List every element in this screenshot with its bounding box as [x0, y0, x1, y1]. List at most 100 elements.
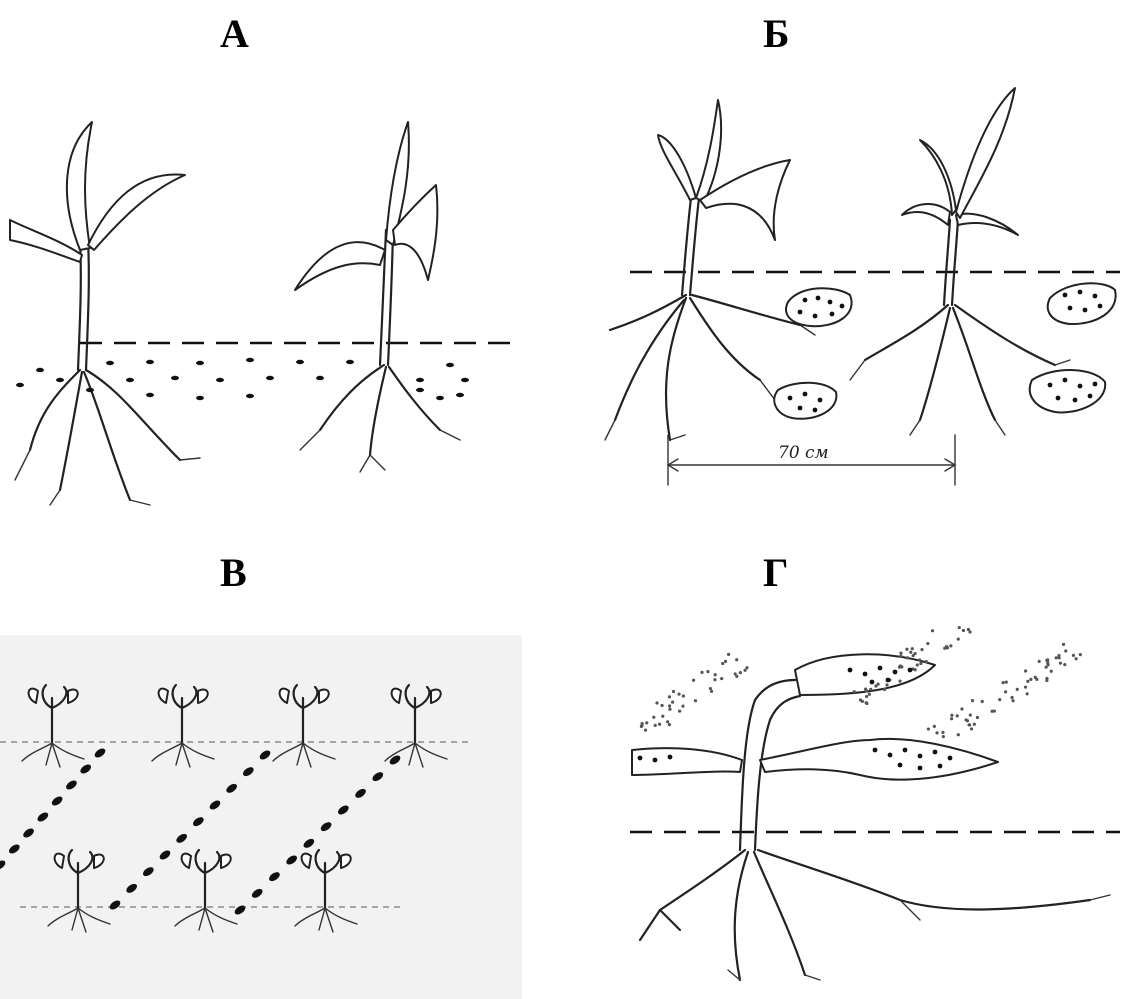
- spot: [893, 670, 898, 675]
- droplet: [714, 673, 717, 676]
- droplet: [971, 699, 974, 702]
- droplet: [666, 720, 669, 723]
- spacing-label: 70 см: [778, 443, 829, 463]
- seedling-right: [295, 122, 460, 472]
- droplet: [976, 716, 979, 719]
- granule: [1068, 306, 1073, 311]
- droplet: [1026, 692, 1029, 695]
- panel-b-illustration: 70 см: [600, 80, 1124, 500]
- granule: [1063, 378, 1068, 383]
- droplet: [919, 662, 922, 665]
- droplet: [956, 714, 959, 717]
- droplet: [1079, 653, 1082, 656]
- seed: [346, 360, 354, 364]
- droplet: [1072, 654, 1075, 657]
- seed: [436, 396, 444, 400]
- droplet: [950, 714, 953, 717]
- granule: [798, 406, 803, 411]
- granule: [813, 408, 818, 413]
- droplet: [660, 704, 663, 707]
- droplet: [913, 652, 916, 655]
- seed-dots: [16, 358, 469, 400]
- droplet: [899, 651, 902, 654]
- droplet: [735, 658, 738, 661]
- droplet: [935, 731, 938, 734]
- droplet: [1016, 688, 1019, 691]
- seed: [36, 368, 44, 372]
- droplet: [885, 683, 888, 686]
- droplet: [969, 713, 972, 716]
- granule: [1073, 398, 1078, 403]
- droplet: [865, 695, 868, 698]
- droplet: [970, 727, 973, 730]
- granule: [1083, 308, 1088, 313]
- droplet: [869, 688, 872, 691]
- droplet: [706, 670, 709, 673]
- droplet: [652, 716, 655, 719]
- droplet: [941, 731, 944, 734]
- spot: [863, 672, 868, 677]
- droplet: [1024, 686, 1027, 689]
- seed: [416, 388, 424, 392]
- droplet: [911, 647, 914, 650]
- granule: [813, 314, 818, 319]
- droplet: [668, 704, 671, 707]
- seed: [196, 361, 204, 365]
- seed: [296, 360, 304, 364]
- droplet: [916, 663, 919, 666]
- droplet: [672, 690, 675, 693]
- seed: [461, 378, 469, 382]
- droplet: [898, 680, 901, 683]
- spot: [638, 756, 643, 761]
- seed: [216, 378, 224, 382]
- droplet: [925, 660, 928, 663]
- seed: [146, 393, 154, 397]
- panel-label-g: Г: [763, 553, 788, 593]
- panel-label-a: А: [220, 14, 249, 54]
- granule: [1048, 383, 1053, 388]
- droplet: [861, 700, 864, 703]
- droplet: [668, 708, 671, 711]
- droplet: [671, 701, 674, 704]
- droplet: [1004, 690, 1007, 693]
- droplet: [1046, 658, 1049, 661]
- droplet: [692, 679, 695, 682]
- droplet: [700, 671, 703, 674]
- droplet: [734, 672, 737, 675]
- granule: [1098, 304, 1103, 309]
- droplet: [1011, 699, 1014, 702]
- droplet: [668, 695, 671, 698]
- droplet: [1026, 680, 1029, 683]
- droplet: [1055, 656, 1058, 659]
- spot: [938, 764, 943, 769]
- droplet: [1045, 666, 1048, 669]
- panel-a-illustration: [0, 80, 530, 510]
- granule: [1063, 293, 1068, 298]
- droplet: [942, 735, 945, 738]
- droplet: [957, 638, 960, 641]
- seed: [196, 396, 204, 400]
- seedling-left: [10, 122, 200, 505]
- droplet: [933, 725, 936, 728]
- droplet: [1062, 643, 1065, 646]
- granule: [1056, 396, 1061, 401]
- granule: [1093, 382, 1098, 387]
- panel-v-illustration: [0, 635, 522, 999]
- droplet: [874, 684, 877, 687]
- granule: [798, 310, 803, 315]
- spot: [908, 668, 913, 673]
- droplet: [1063, 663, 1066, 666]
- droplet: [998, 698, 1001, 701]
- droplet: [694, 699, 697, 702]
- droplet: [1075, 657, 1078, 660]
- droplet: [682, 694, 685, 697]
- granule: [828, 300, 833, 305]
- spot: [870, 680, 875, 685]
- droplet: [958, 626, 961, 629]
- droplet: [1029, 678, 1032, 681]
- spot: [918, 754, 923, 759]
- droplet: [926, 642, 929, 645]
- granule: [816, 296, 821, 301]
- droplet: [949, 644, 952, 647]
- droplet: [658, 723, 661, 726]
